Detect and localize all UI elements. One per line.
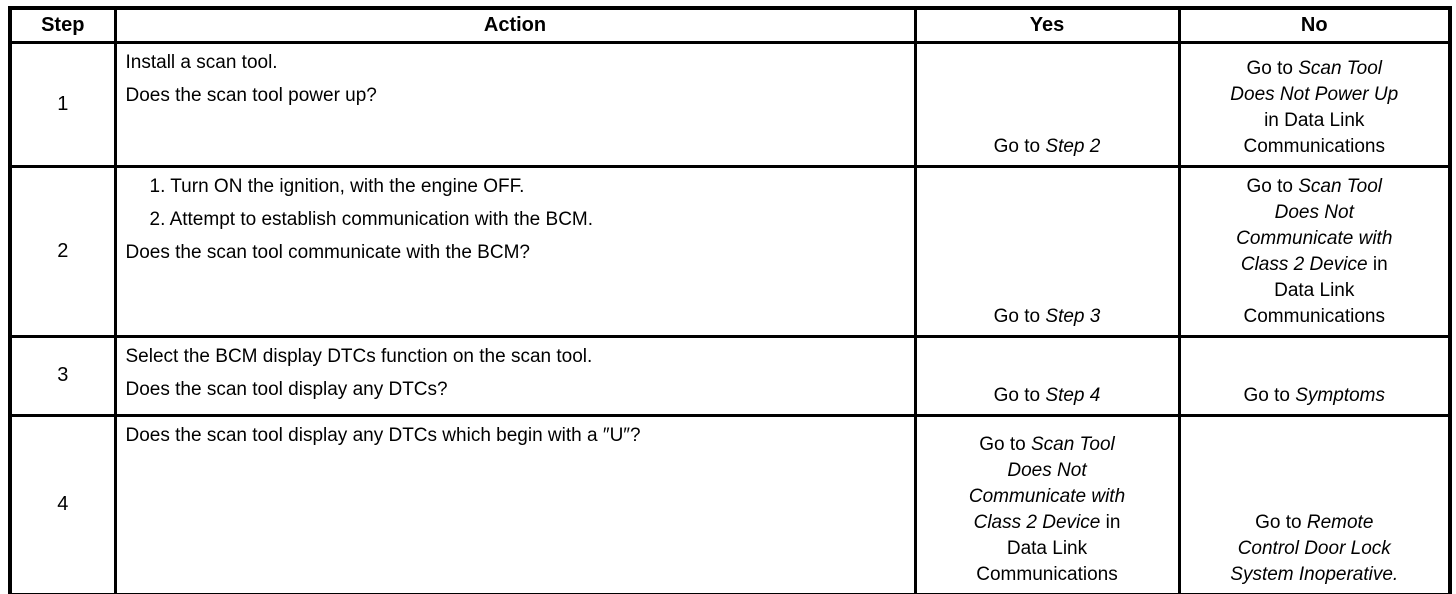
- text-segment: Communicate with: [968, 486, 1126, 507]
- text-segment: Does Not Power Up: [1230, 83, 1399, 105]
- action-question: Does the scan tool display any DTCs?: [126, 379, 904, 401]
- text-segment: Go to: [1246, 57, 1299, 79]
- text-segment: Does Not: [1274, 201, 1354, 223]
- text-segment: Data Link: [1006, 538, 1088, 559]
- header-no: No: [1177, 6, 1452, 44]
- no-cell: Go to Symptoms: [1177, 334, 1452, 417]
- action-list-item: 1. Turn ON the ignition, with the engine…: [126, 176, 904, 198]
- text-segment: Communicate with: [1236, 227, 1393, 249]
- text-segment: System Inoperative.: [1230, 564, 1399, 585]
- yes-cell: Go to Step 3: [913, 164, 1181, 338]
- text-segment: 2. Attempt to establish communication wi…: [149, 208, 594, 230]
- action-question: Does the scan tool power up?: [126, 85, 904, 107]
- text-segment: Communications: [976, 564, 1118, 585]
- action-cell: Install a scan tool. Does the scan tool …: [113, 40, 917, 168]
- text-segment: in: [1367, 253, 1388, 275]
- header-row: Step Action Yes No: [8, 6, 1452, 44]
- action-question: Does the scan tool communicate with the …: [126, 242, 904, 264]
- table-row-step-1: 1 Install a scan tool. Does the scan too…: [8, 40, 1452, 168]
- text-segment: Class 2 Device: [973, 512, 1101, 533]
- yes-cell: Go to Step 4: [913, 334, 1181, 417]
- text-segment: 1. Turn ON the ignition, with the engine…: [149, 175, 525, 197]
- action-list-item: 2. Attempt to establish communication wi…: [126, 209, 904, 231]
- action-cell: 1. Turn ON the ignition, with the engine…: [113, 164, 917, 338]
- text-segment: Does the scan tool power up?: [125, 84, 377, 106]
- text-segment: Install a scan tool.: [125, 51, 278, 73]
- step-cell: 3: [8, 334, 117, 417]
- text-segment: Step 2: [1045, 135, 1101, 157]
- text-segment: Go to: [1255, 512, 1307, 533]
- action-line: Install a scan tool.: [126, 52, 904, 74]
- table-row-step-3: 3 Select the BCM display DTCs function o…: [8, 334, 1452, 417]
- text-segment: Symptoms: [1295, 384, 1385, 406]
- text-segment: Control Door Lock: [1237, 538, 1391, 559]
- step-cell: 2: [8, 164, 117, 338]
- text-segment: Step 4: [1045, 384, 1101, 406]
- text-segment: in: [1100, 512, 1121, 533]
- text-segment: Step 3: [1045, 305, 1101, 327]
- header-yes: Yes: [913, 6, 1181, 44]
- text-segment: Scan Tool: [1030, 434, 1115, 455]
- header-action: Action: [113, 6, 917, 44]
- text-segment: Does the scan tool display any DTCs whic…: [125, 424, 641, 446]
- text-segment: in Data Link: [1264, 109, 1365, 131]
- text-segment: Go to: [979, 434, 1031, 455]
- table-row-step-2: 2 1. Turn ON the ignition, with the engi…: [8, 164, 1452, 338]
- action-cell: Select the BCM display DTCs function on …: [113, 334, 917, 417]
- table-row-step-4: 4 Does the scan tool display any DTCs wh…: [8, 413, 1452, 594]
- text-segment: Communications: [1243, 135, 1386, 157]
- text-segment: Data Link: [1274, 279, 1355, 301]
- step-cell: 4: [8, 413, 117, 594]
- text-segment: Go to: [1246, 175, 1299, 197]
- text-segment: Go to: [993, 384, 1046, 406]
- text-segment: Go to: [993, 305, 1046, 327]
- text-segment: Go to: [1243, 384, 1296, 406]
- action-cell: Does the scan tool display any DTCs whic…: [113, 413, 917, 594]
- action-line: Select the BCM display DTCs function on …: [126, 346, 904, 368]
- text-segment: Scan Tool: [1298, 57, 1383, 79]
- action-question: Does the scan tool display any DTCs whic…: [126, 425, 904, 447]
- text-segment: Scan Tool: [1298, 175, 1383, 197]
- text-segment: Communications: [1243, 305, 1386, 327]
- yes-cell: Go to Step 2: [913, 40, 1181, 168]
- text-segment: Does Not: [1007, 460, 1087, 481]
- diagnostic-table: Step Action Yes No 1 Install a scan tool…: [8, 6, 1452, 594]
- text-segment: Go to: [993, 135, 1046, 157]
- text-segment: Class 2 Device: [1240, 253, 1368, 275]
- step-cell: 1: [8, 40, 117, 168]
- header-step: Step: [8, 6, 117, 44]
- text-segment: Does the scan tool communicate with the …: [125, 241, 530, 263]
- text-segment: Remote: [1306, 512, 1374, 533]
- text-segment: Select the BCM display DTCs function on …: [125, 345, 593, 367]
- text-segment: Does the scan tool display any DTCs?: [125, 378, 448, 400]
